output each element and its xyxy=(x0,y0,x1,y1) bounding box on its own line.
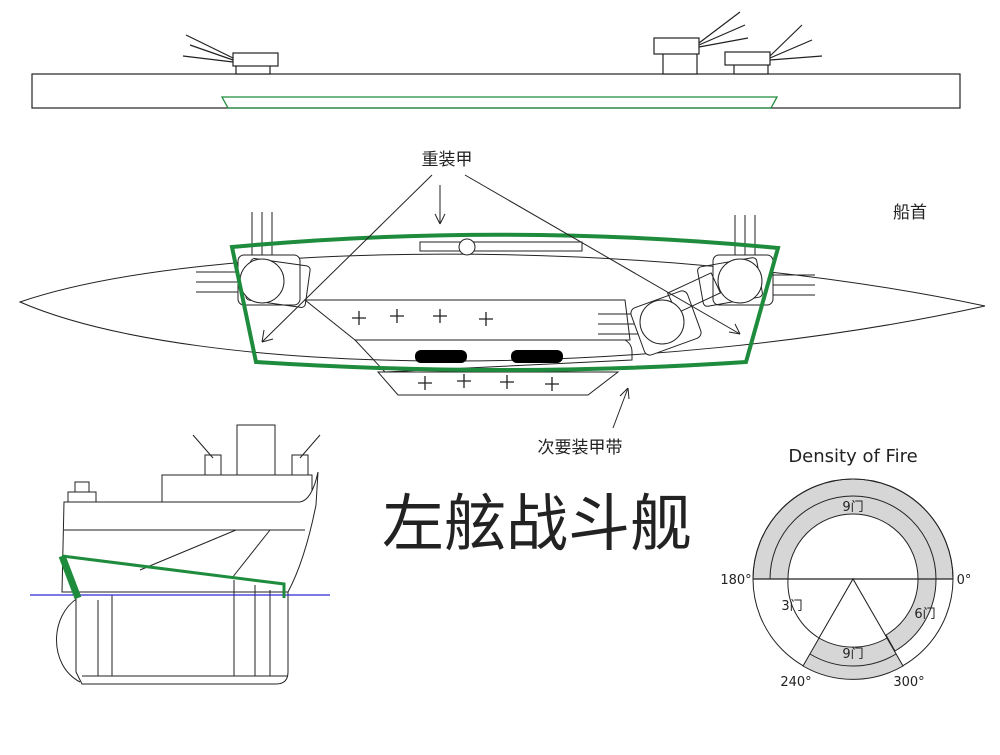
zone-upper-label: 9门 xyxy=(842,500,863,515)
heavy-armor-label: 重装甲 xyxy=(422,150,473,170)
section-turret-right xyxy=(291,434,321,476)
side-hull xyxy=(31,73,961,109)
secondary-casemate-lower xyxy=(376,371,620,396)
sector-lower-band xyxy=(809,653,897,667)
side-turret-3-guns xyxy=(769,24,823,61)
secondary-gun-marks xyxy=(352,309,559,391)
plan-hull-outline xyxy=(18,253,986,362)
sector-right xyxy=(885,578,937,652)
secondary-belt-arrow xyxy=(612,387,630,429)
funnel-1 xyxy=(415,350,467,363)
section-deck-gun xyxy=(74,481,90,494)
mast-circle xyxy=(458,238,476,256)
torpedo-bulge xyxy=(56,597,81,683)
side-turret-1-guns xyxy=(182,34,234,63)
zone-right-label: 6门 xyxy=(914,607,935,622)
angle-300-label: 300° xyxy=(893,675,924,690)
funnel-2 xyxy=(511,350,563,363)
section-armor-belt xyxy=(58,554,82,600)
section-armor-deck xyxy=(61,554,286,598)
diagram-title: 左舷战斗舰 xyxy=(382,487,692,560)
section-upper-hull xyxy=(61,471,319,593)
heavy-armor-arrows xyxy=(261,174,741,343)
sector-upper xyxy=(752,478,954,580)
sector-lower-inner xyxy=(818,577,888,648)
secondary-casemate-upper xyxy=(303,299,631,341)
plan-turret-fwd xyxy=(697,215,815,307)
density-of-fire-chart: Density of Fire 9门 3门 6门 9门 180° 0° 240°… xyxy=(720,446,971,690)
density-title: Density of Fire xyxy=(788,446,917,467)
zone-left-label: 3门 xyxy=(781,599,802,614)
secondary-belt-label: 次要装甲带 xyxy=(538,438,623,458)
side-turret-2 xyxy=(653,37,700,55)
side-armor-belt xyxy=(220,96,779,109)
secondary-casemate-middle xyxy=(353,339,633,373)
plan-turret-aft xyxy=(196,212,311,308)
side-profile-view xyxy=(31,11,961,109)
plan-turret-wing xyxy=(598,272,722,356)
section-superstructure xyxy=(161,474,313,506)
bow-label: 船首 xyxy=(893,203,927,223)
plan-view xyxy=(18,174,986,429)
angle-240-label: 240° xyxy=(780,675,811,690)
sector-upper-divider xyxy=(769,495,937,580)
cross-section-view xyxy=(30,424,330,685)
side-turret-2-guns xyxy=(698,11,749,48)
side-turret-barbette-2 xyxy=(662,52,698,75)
sector-left-arc xyxy=(787,578,820,639)
section-lower-hull xyxy=(75,591,289,685)
zone-lower-label: 9门 xyxy=(842,647,863,662)
side-turret-3 xyxy=(724,51,771,66)
angle-0-label: 0° xyxy=(957,573,972,588)
section-turret-left xyxy=(192,434,222,476)
side-turret-1 xyxy=(232,52,279,67)
bridge-structure xyxy=(419,241,583,252)
heavy-armor-outline xyxy=(229,232,781,372)
section-deck-gun-base xyxy=(67,491,97,503)
angle-180-label: 180° xyxy=(720,573,751,588)
